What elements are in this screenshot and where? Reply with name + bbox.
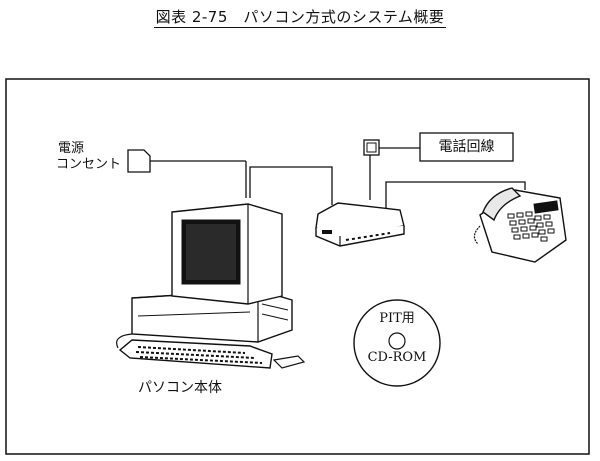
power-outlet-label: 電源 コンセント	[56, 141, 121, 173]
figure-title: 図表 2-75 パソコン方式のシステム概要	[153, 8, 447, 28]
phone-line-box	[419, 132, 514, 162]
pc-label: パソコン本体	[138, 380, 222, 396]
pc-to-modem-cable	[249, 166, 333, 205]
diagram-frame	[5, 78, 590, 455]
modem-icon	[315, 202, 405, 247]
phone-line-label: 電話回線	[438, 139, 495, 155]
personal-computer-icon	[116, 203, 306, 369]
power-outlet-label-line2: コンセント	[56, 157, 122, 172]
cd-rom-icon	[353, 299, 441, 387]
modem-to-phone-cable	[385, 181, 526, 210]
power-outlet-icon	[127, 149, 151, 173]
power-outlet-label-line1: 電源	[58, 141, 85, 156]
phone-jack-icon	[363, 139, 380, 156]
cd-rom-label-line1: PIT用	[379, 311, 415, 326]
telephone-icon	[473, 187, 567, 263]
cd-rom-label-line2: CD-ROM	[367, 350, 427, 365]
